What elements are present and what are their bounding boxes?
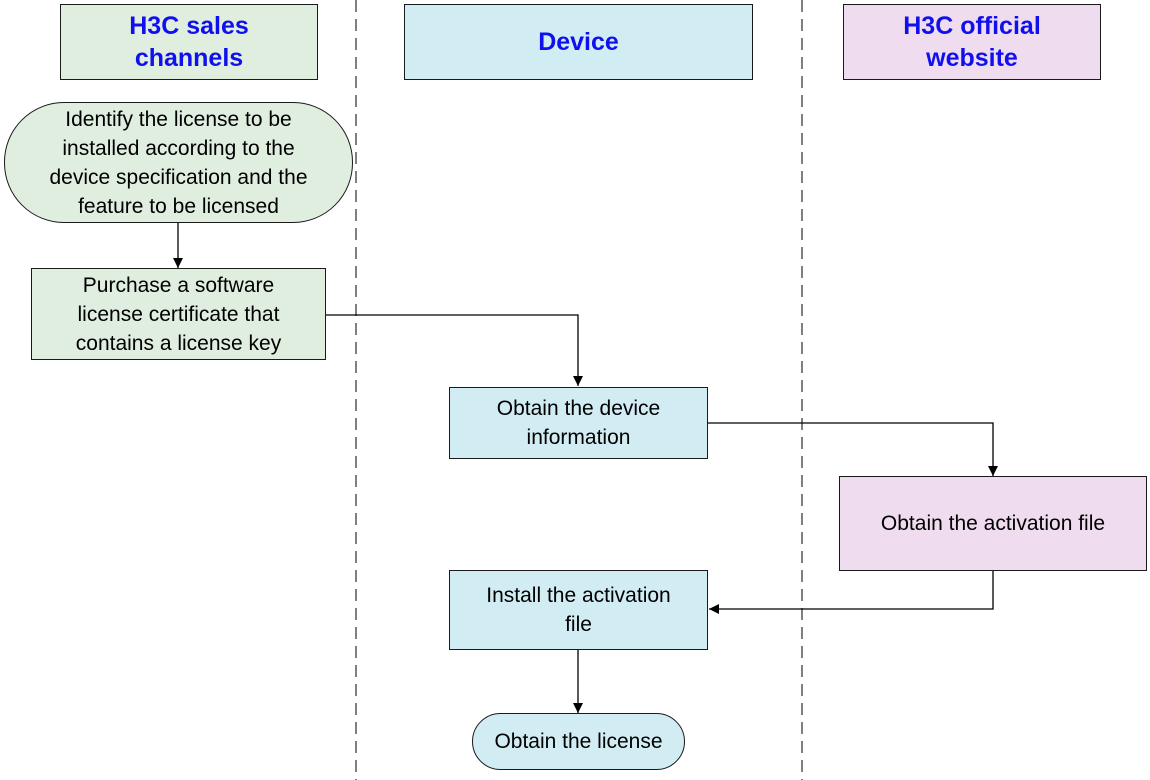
lane-header-sales-channels: H3C sales channels	[60, 4, 318, 80]
step-obtain-license: Obtain the license	[472, 713, 685, 770]
step-obtain-activation-file: Obtain the activation file	[839, 476, 1147, 571]
step-obtain-device-information: Obtain the device information	[449, 387, 708, 459]
arrow-device-info-to-activation-file	[707, 422, 998, 476]
arrow-activation-file-to-install	[709, 570, 994, 614]
step-identify-license: Identify the license to be installed acc…	[4, 102, 353, 223]
lane-header-device: Device	[404, 4, 753, 80]
lane-header-official-website: H3C official website	[843, 4, 1101, 80]
step-install-activation-file: Install the activation file	[449, 570, 708, 650]
step-purchase-certificate: Purchase a software license certificate …	[31, 268, 326, 360]
arrow-purchase-to-device-info	[325, 314, 583, 386]
